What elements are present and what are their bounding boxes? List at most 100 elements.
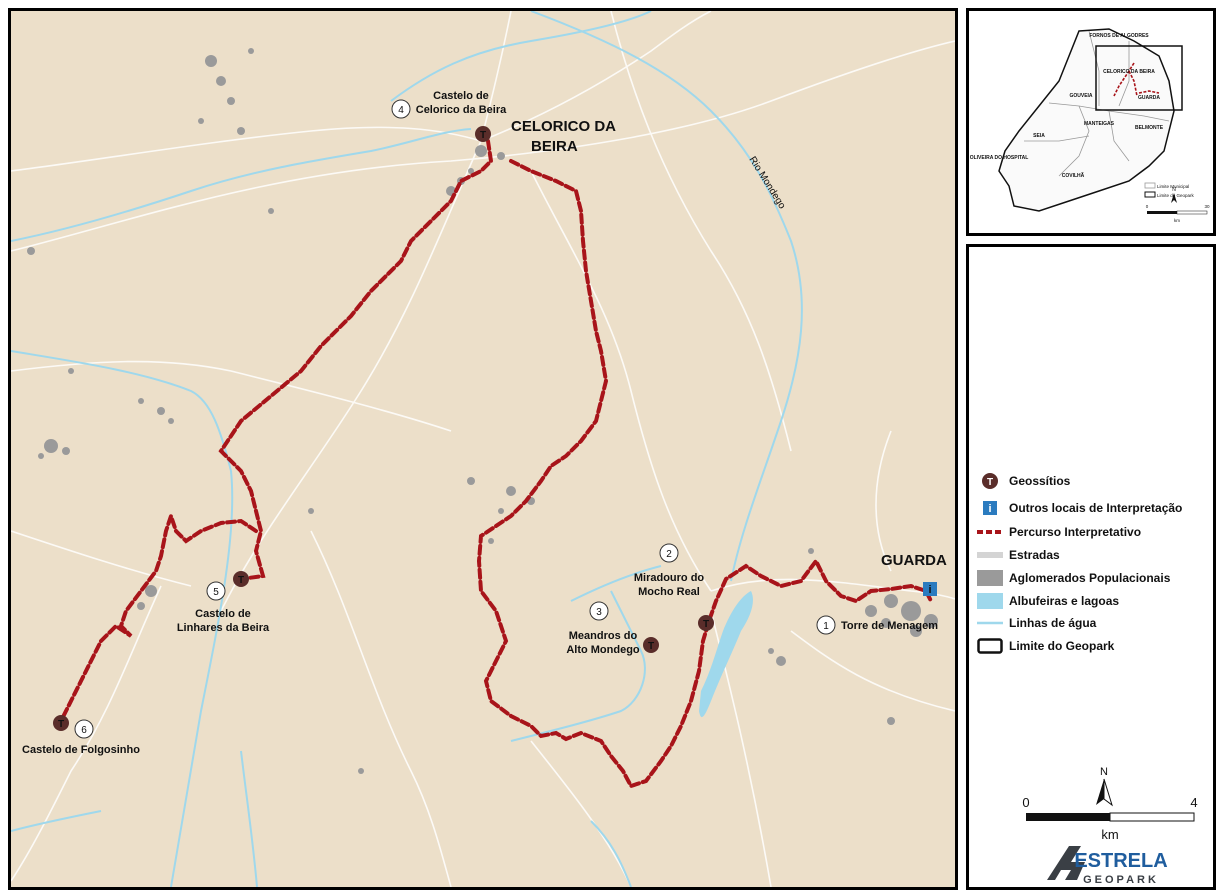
- svg-text:Alto Mondego: Alto Mondego: [566, 644, 640, 656]
- streams: [11, 11, 803, 887]
- geosite-labels: 4 Castelo de Celorico da Beira 5 Castelo…: [22, 90, 938, 756]
- svg-text:SEIA: SEIA: [1033, 133, 1045, 139]
- geosite-label-6: 6 Castelo de Folgosinho: [22, 719, 140, 756]
- svg-text:T: T: [58, 719, 64, 730]
- svg-text:Celorico da Beira: Celorico da Beira: [416, 104, 507, 116]
- svg-text:MANTEIGAS: MANTEIGAS: [1084, 121, 1115, 127]
- svg-text:BELMONTE: BELMONTE: [1135, 125, 1164, 131]
- settlements: [27, 48, 938, 774]
- svg-text:Miradouro do: Miradouro do: [634, 572, 705, 584]
- reservoir-icon: [977, 592, 1003, 610]
- geosite-icon: [53, 715, 69, 731]
- geosite-label-2: 2 Miradouro do Mocho Real: [634, 543, 705, 598]
- svg-text:km: km: [1174, 218, 1180, 223]
- inset-canvas: FORNOS DE ALGODRES CELORICO DA BEIRA GOU…: [970, 28, 1210, 223]
- geosite-label-5: 5 Castelo de Linhares da Beira: [177, 581, 270, 634]
- legend-item-roads: Estradas: [977, 545, 1060, 565]
- legend-item-reservoirs: Albufeiras e lagoas: [977, 591, 1119, 611]
- svg-text:Castelo de Folgosinho: Castelo de Folgosinho: [22, 744, 140, 756]
- svg-text:N: N: [1172, 187, 1176, 193]
- north-arrow-icon: [1096, 778, 1113, 807]
- legend-item-settlements: Aglomerados Populacionais: [977, 568, 1170, 588]
- map-canvas: Rio Mondego CELORICO DA BEIRA GUARDA T T…: [11, 11, 955, 887]
- svg-text:Linhares da Beira: Linhares da Beira: [177, 622, 270, 634]
- svg-text:T: T: [987, 477, 993, 488]
- geosite-icon: [698, 615, 714, 631]
- svg-text:30: 30: [1204, 204, 1210, 209]
- legend-item-info: i Outros locais de Interpretação: [977, 498, 1182, 518]
- svg-text:Limite Municipal: Limite Municipal: [1157, 184, 1189, 189]
- legend-panel: T Geossítios i Outros locais de Interpre…: [966, 244, 1216, 890]
- municipal-boundaries: [1024, 30, 1170, 177]
- geosite-icon: [475, 126, 491, 142]
- svg-text:0: 0: [1146, 204, 1149, 209]
- number-badge: [659, 543, 679, 563]
- town-label-celorico-1: CELORICO DA: [511, 118, 616, 135]
- number-badge: [816, 615, 836, 635]
- geosite-marker-4[interactable]: T: [475, 126, 491, 142]
- svg-text:CELORICO DA BEIRA: CELORICO DA BEIRA: [1103, 69, 1155, 75]
- svg-text:Limite do Geopark: Limite do Geopark: [1157, 193, 1195, 198]
- geosite-icon: [643, 637, 659, 653]
- svg-text:N: N: [1100, 766, 1108, 778]
- geosite-icon: T: [977, 472, 1003, 490]
- geosite-marker-6[interactable]: T: [53, 715, 69, 731]
- geosite-label-1: 1 Torre de Menagem: [816, 615, 938, 635]
- svg-text:Mocho Real: Mocho Real: [638, 586, 700, 598]
- svg-text:FORNOS DE ALGODRES: FORNOS DE ALGODRES: [1089, 33, 1149, 39]
- svg-text:Torre de Menagem: Torre de Menagem: [841, 620, 938, 632]
- svg-text:T: T: [703, 619, 709, 630]
- inset-route: [1113, 62, 1160, 97]
- north-arrow-icon: [1171, 193, 1177, 203]
- legend-item-streams: Linhas de água: [977, 613, 1096, 633]
- legend-item-geosites: T Geossítios: [977, 471, 1070, 491]
- inset-scalebar: N 0 30 km: [1146, 187, 1210, 223]
- geosite-label-4: 4 Castelo de Celorico da Beira: [391, 90, 507, 119]
- scalebar: N 0 4 km: [1022, 766, 1197, 842]
- inset-map: FORNOS DE ALGODRES CELORICO DA BEIRA GOU…: [966, 8, 1216, 236]
- svg-text:OLIVEIRA DO HOSPITAL: OLIVEIRA DO HOSPITAL: [970, 155, 1029, 161]
- svg-text:i: i: [988, 503, 991, 515]
- geosite-marker-2[interactable]: T: [698, 615, 714, 631]
- svg-text:Castelo de: Castelo de: [195, 608, 251, 620]
- estrela-geopark-logo: ESTRELA GEOPARK: [1047, 846, 1168, 886]
- svg-text:ESTRELA: ESTRELA: [1074, 850, 1167, 872]
- info-icon: i: [977, 499, 1003, 517]
- geosite-markers: T T T T T i: [53, 126, 937, 731]
- legend-item-route: Percurso Interpretativo: [977, 522, 1141, 542]
- geosite-icon: [233, 571, 249, 587]
- svg-text:6: 6: [81, 725, 87, 736]
- svg-text:T: T: [648, 641, 654, 652]
- number-badge: [589, 601, 609, 621]
- svg-text:5: 5: [213, 587, 219, 598]
- number-badge: [74, 719, 94, 739]
- inset-labels: FORNOS DE ALGODRES CELORICO DA BEIRA GOU…: [970, 33, 1164, 179]
- svg-text:3: 3: [596, 607, 602, 618]
- geopark-boundary: [998, 28, 1175, 212]
- svg-text:0: 0: [1022, 795, 1029, 810]
- number-badge: [391, 99, 411, 119]
- svg-text:1: 1: [823, 621, 829, 632]
- info-marker-guarda[interactable]: i: [923, 582, 937, 596]
- svg-text:GEOPARK: GEOPARK: [1083, 874, 1159, 886]
- svg-text:4: 4: [398, 105, 404, 116]
- svg-text:GUARDA: GUARDA: [1138, 95, 1160, 101]
- svg-text:2: 2: [666, 549, 672, 560]
- inset-extent-box: [1095, 45, 1183, 111]
- info-icon: [923, 582, 937, 596]
- logo-mark-icon: [1047, 846, 1085, 880]
- geosite-label-3: 3 Meandros do Alto Mondego: [566, 601, 640, 656]
- svg-text:COVILHÃ: COVILHÃ: [1062, 172, 1085, 179]
- main-map[interactable]: Rio Mondego CELORICO DA BEIRA GUARDA T T…: [8, 8, 958, 890]
- svg-text:T: T: [480, 130, 486, 141]
- number-badge: [206, 581, 226, 601]
- road-icon: [977, 546, 1003, 564]
- stream-icon: [977, 614, 1003, 632]
- geosite-marker-5[interactable]: T: [233, 571, 249, 587]
- legend-item-boundary: Limite do Geopark: [977, 636, 1114, 656]
- svg-text:GOUVEIA: GOUVEIA: [1069, 93, 1092, 99]
- geosite-marker-3[interactable]: T: [643, 637, 659, 653]
- svg-text:4: 4: [1190, 795, 1197, 810]
- svg-text:T: T: [238, 575, 244, 586]
- inset-legend: Limite Municipal Limite do Geopark: [1144, 182, 1195, 198]
